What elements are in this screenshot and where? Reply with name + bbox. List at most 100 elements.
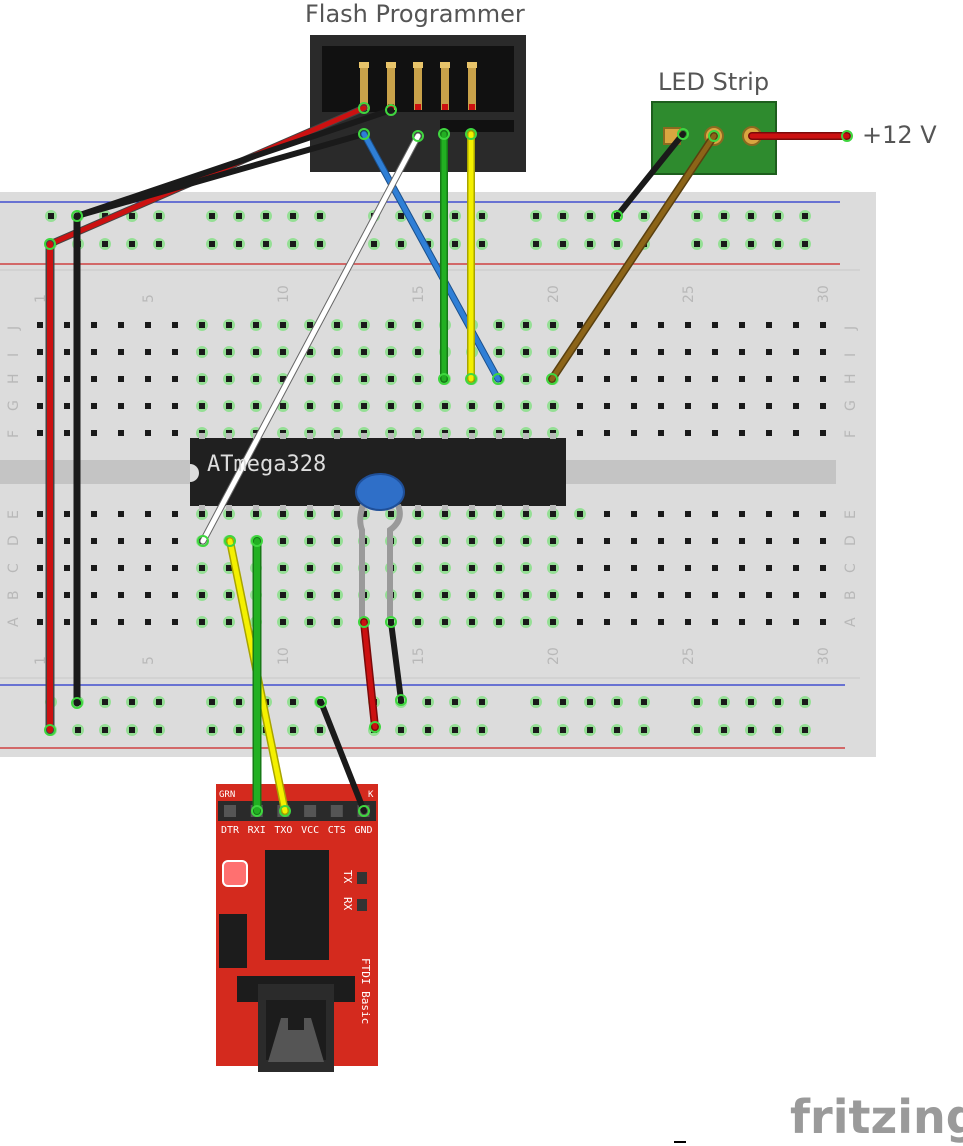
ftdi-pin-label: TXO [274, 825, 292, 836]
chip-pin [334, 433, 340, 439]
row-letter-right: A [843, 617, 859, 627]
capacitor-leg-left [357, 504, 366, 618]
ftdi-pin-vcc [304, 805, 317, 817]
row-letter-right: I [843, 353, 859, 357]
ftdi-pin-cts [330, 805, 343, 817]
capacitor-leg-right [387, 503, 403, 618]
wire-programmer-reset-white [200, 133, 421, 544]
column-number-top: 20 [546, 285, 562, 303]
row-letter-left: C [6, 563, 22, 573]
chip-pin [253, 505, 259, 511]
column-number-bottom: 30 [816, 647, 832, 665]
wire-endpoint [492, 373, 504, 385]
ftdi-rx-label: RX [341, 897, 354, 911]
wire-endpoint [385, 616, 397, 628]
wire-endpoint [465, 128, 477, 140]
programmer-pin [414, 64, 422, 110]
wire-endpoint [358, 616, 370, 628]
column-number-bottom: 25 [681, 647, 697, 665]
ftdi-pin-label: VCC [301, 825, 319, 836]
programmer-pin [441, 64, 449, 110]
chip-pin [496, 505, 502, 511]
row-letter-left: I [6, 353, 22, 357]
chip-notch [190, 464, 199, 482]
row-letter-right: E [843, 510, 859, 519]
chip-pin [550, 433, 556, 439]
column-number-top: 1 [33, 294, 49, 303]
wire-programmer-blue [361, 131, 501, 382]
ftdi-tx-label: TX [341, 870, 354, 884]
wire-endpoint [611, 210, 623, 222]
row-letter-left: J [6, 326, 22, 331]
column-number-bottom: 1 [33, 656, 49, 665]
chip-label: ATmega328 [207, 452, 327, 477]
ftdi-rx-led [357, 899, 367, 911]
wire-endpoint [395, 694, 407, 706]
wire-endpoint [251, 535, 263, 547]
wire-endpoint [44, 724, 56, 736]
wire-endpoint [412, 130, 424, 142]
column-number-top: 10 [276, 285, 292, 303]
chip-pin [523, 505, 529, 511]
wire-cap-gnd-black [388, 619, 404, 703]
chip-pin [199, 433, 205, 439]
programmer-pin [360, 64, 368, 110]
chip-pin [415, 433, 421, 439]
column-number-top: 25 [681, 285, 697, 303]
wire-endpoints [44, 102, 853, 817]
chip-pin [442, 505, 448, 511]
ftdi-pin-header [218, 801, 376, 821]
flash-programmer-label: Flash Programmer [305, 0, 525, 28]
chip-pin [280, 433, 286, 439]
wire-endpoint [465, 373, 477, 385]
led-strip-label: LED Strip [658, 68, 770, 96]
row-letter-left: D [6, 535, 22, 546]
chip-pin [307, 433, 313, 439]
capacitor-body [355, 473, 405, 511]
ftdi-ic [265, 850, 329, 960]
ftdi-jumper-pad [222, 860, 248, 887]
ftdi-pin-label: DTR [221, 825, 240, 836]
usb-port-opening [268, 1018, 324, 1062]
ftdi-regulator [219, 914, 247, 968]
wire-endpoint [438, 128, 450, 140]
ftdi-tx-led [357, 872, 367, 884]
row-letter-left: E [6, 510, 22, 519]
wire-endpoint [71, 210, 83, 222]
ftdi-pin-label: GND [354, 825, 372, 836]
row-letter-left: H [6, 373, 22, 384]
chip-pin [388, 433, 394, 439]
fritzing-logo: fritzing [790, 1090, 963, 1144]
column-number-top: 15 [411, 285, 427, 303]
programmer-pin [387, 64, 395, 110]
chip-pin [334, 505, 340, 511]
chip-pin [469, 433, 475, 439]
wire-endpoint [677, 128, 689, 140]
row-letter-left: G [6, 400, 22, 411]
bottom-dash [674, 1141, 686, 1143]
breadboard-holes [37, 210, 826, 736]
wire-programmer-gnd2-black [74, 131, 367, 219]
wire-endpoint [358, 128, 370, 140]
wire-led-data-brown [549, 133, 717, 382]
column-number-bottom: 10 [276, 647, 292, 665]
row-letter-right: D [843, 535, 859, 546]
wire-endpoint [315, 696, 327, 708]
wire-endpoint [358, 805, 370, 817]
ftdi-board-name: FTDI Basic [359, 958, 372, 1024]
column-number-bottom: 5 [141, 656, 157, 665]
wire-ftdi-gnd-black [318, 699, 367, 814]
wire-endpoint [708, 130, 720, 142]
chip-pin [550, 505, 556, 511]
ftdi-pin-dtr [224, 805, 236, 817]
wire-endpoint [358, 102, 370, 114]
wire-endpoint [251, 805, 263, 817]
row-letter-left: F [6, 430, 22, 438]
ftdi-header-right: K [368, 790, 374, 800]
row-letter-right: G [843, 400, 859, 411]
ftdi-header-left: GRN [219, 790, 235, 800]
wires [45, 104, 851, 816]
